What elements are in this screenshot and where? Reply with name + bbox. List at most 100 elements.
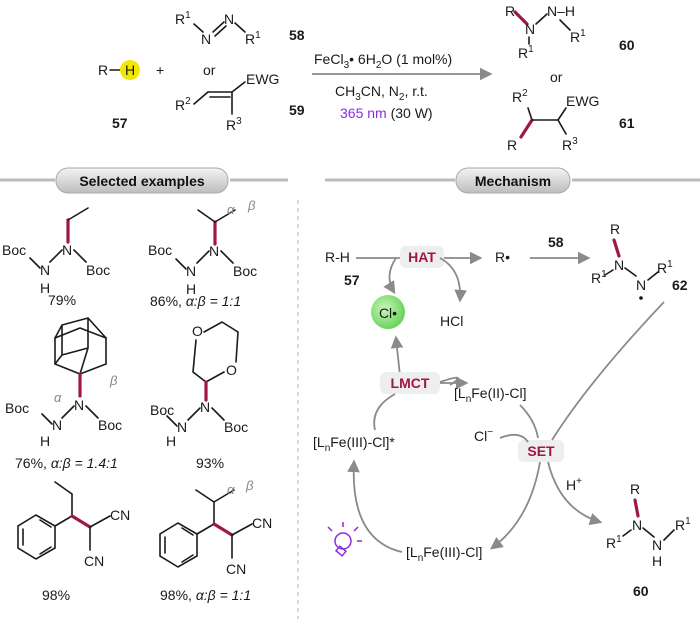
- prod60-r1r-bond: [559, 19, 571, 31]
- ex4-ring: [192, 321, 239, 383]
- alkene-number: 59: [289, 102, 305, 118]
- mech-hcl: HCl: [440, 313, 463, 329]
- ex3-beta: β: [109, 373, 118, 388]
- condition-catalyst: FeCl3• 6H2O (1 mol%): [314, 51, 452, 71]
- ex5-ph-c: [54, 515, 73, 527]
- set-pill: [518, 440, 564, 462]
- ex4-yield: 93%: [196, 455, 224, 471]
- ex6-highlight-bond: [212, 522, 234, 537]
- cl-radical-label: Cl•: [379, 305, 397, 321]
- ex6-me: [195, 489, 215, 503]
- ex3-n1: N: [74, 397, 84, 413]
- ex1-nn: [49, 249, 63, 263]
- prod60b-r1l-bond: [622, 529, 632, 537]
- ex5-highlight-bond: [70, 514, 92, 529]
- prod61-highlight-bond: [519, 118, 534, 139]
- ex2-alpha: α: [227, 202, 235, 217]
- ex1-n1: N: [62, 242, 72, 258]
- hat-pill: [400, 246, 444, 268]
- ex1-ethyl: [67, 207, 89, 221]
- ex3-n-boc: [85, 405, 99, 419]
- azo-r1-right: R1: [245, 30, 261, 47]
- ex4-boc-right: Boc: [224, 419, 248, 435]
- fe2-to-set: [519, 404, 539, 439]
- ex6-alpha: α: [227, 482, 235, 497]
- ex2-n1: N: [209, 243, 219, 259]
- mech-cl-minus: Cl−: [474, 427, 493, 444]
- ex6-cn1-bond: [231, 523, 253, 536]
- ex6-beta: β: [245, 478, 254, 493]
- arrow-58-label: 58: [548, 234, 564, 250]
- ex4-n2: N: [177, 419, 187, 435]
- ex2-n2: N: [186, 263, 196, 279]
- ex3-nn: [61, 405, 75, 419]
- alkene-bond-1: [193, 91, 209, 105]
- alkene-ewg: EWG: [246, 71, 279, 87]
- condition-light: 365 nm (30 W): [340, 105, 433, 121]
- prod60b-h: H: [652, 553, 662, 569]
- example-3: α β N Boc N H Boc 76%, α:β = 1.4:1: [5, 317, 122, 471]
- ex3-n2: N: [52, 417, 62, 433]
- azo-r1-left: R1: [175, 10, 191, 27]
- prod60b-n2: N: [652, 537, 662, 553]
- examples-title: Selected examples: [79, 173, 205, 189]
- ex3-yield: 76%, α:β = 1.4:1: [15, 455, 118, 471]
- ex2-yield: 86%, α:β = 1:1: [150, 293, 241, 309]
- ex1-boc-left: Boc: [2, 242, 26, 258]
- prod62-nn-bond: [624, 267, 637, 277]
- ex3-h: H: [40, 433, 50, 449]
- mechanism-pill: [455, 167, 571, 194]
- ex2-nn: [196, 250, 210, 264]
- ex6-benzene-inner: [164, 527, 194, 563]
- ex2-boc-left: Boc: [148, 242, 172, 258]
- ex3-boc-left: Boc: [5, 400, 29, 416]
- ex2-me: [197, 209, 216, 223]
- ex5-cn1: CN: [110, 507, 130, 523]
- ex2-n2-boc: [175, 258, 187, 270]
- mech-rh: R-H: [325, 249, 350, 265]
- mech-fe2: [LnFe(II)-Cl]: [454, 385, 526, 405]
- lmct-pill: [380, 372, 440, 394]
- mech-radical: R•: [495, 249, 510, 265]
- product-60-bottom-number: 60: [633, 583, 649, 599]
- h-highlight-circle: [120, 60, 140, 80]
- lightbulb-icon: [327, 522, 362, 557]
- reaction-top: R H 57 + R1 N N R1 58 or R2 EWG R3 59 Fe…: [98, 3, 635, 153]
- prod60-highlight-bond: [513, 10, 529, 26]
- ex5-cn1-bond: [89, 515, 111, 528]
- example-4: O O N Boc N H Boc 93%: [150, 321, 248, 471]
- lmct-label: LMCT: [391, 375, 430, 391]
- ex3-n2-boc: [41, 413, 53, 425]
- example-5: CN CN 98%: [17, 481, 130, 603]
- ex6-cn1: CN: [252, 515, 272, 531]
- ex4-o2: O: [226, 362, 237, 378]
- ex1-n2: N: [40, 262, 50, 278]
- prod62-n1: N: [614, 257, 624, 273]
- product-60-number: 60: [619, 37, 635, 53]
- ex2-h: H: [186, 281, 196, 297]
- prod61-bond-r3: [557, 119, 567, 135]
- ex6-cn2: CN: [226, 561, 246, 577]
- set-label: SET: [527, 443, 555, 459]
- prod60-nn-bond: [535, 13, 548, 25]
- ex6-yield: 98%, α:β = 1:1: [160, 587, 251, 603]
- condition-solvent: CH3CN, N2, r.t.: [335, 83, 428, 103]
- fe3star-to-lmct: [373, 393, 396, 431]
- ex4-o1: O: [192, 323, 203, 339]
- azo-bond-2: [234, 22, 246, 33]
- prod60b-nn-bond: [642, 527, 655, 538]
- substrate-h: H: [125, 62, 135, 78]
- ex5-benzene-inner: [22, 519, 52, 555]
- prod60-r: R: [505, 3, 515, 19]
- ex1-n2-boc: [29, 257, 41, 269]
- example-1: N Boc N H Boc 79%: [2, 207, 110, 308]
- ex6-ph-c: [196, 523, 215, 535]
- substrate-r: R: [98, 62, 108, 78]
- prod60-nh: N–H: [547, 3, 575, 19]
- prod62-r1l-bond: [604, 269, 614, 276]
- prod62-n2: N: [636, 277, 646, 293]
- prod60-r1-left: R1: [518, 44, 534, 61]
- azo-bond-1: [193, 23, 204, 33]
- prod62-highlight-bond: [612, 238, 621, 258]
- prod62-r1-right: R1: [657, 259, 673, 276]
